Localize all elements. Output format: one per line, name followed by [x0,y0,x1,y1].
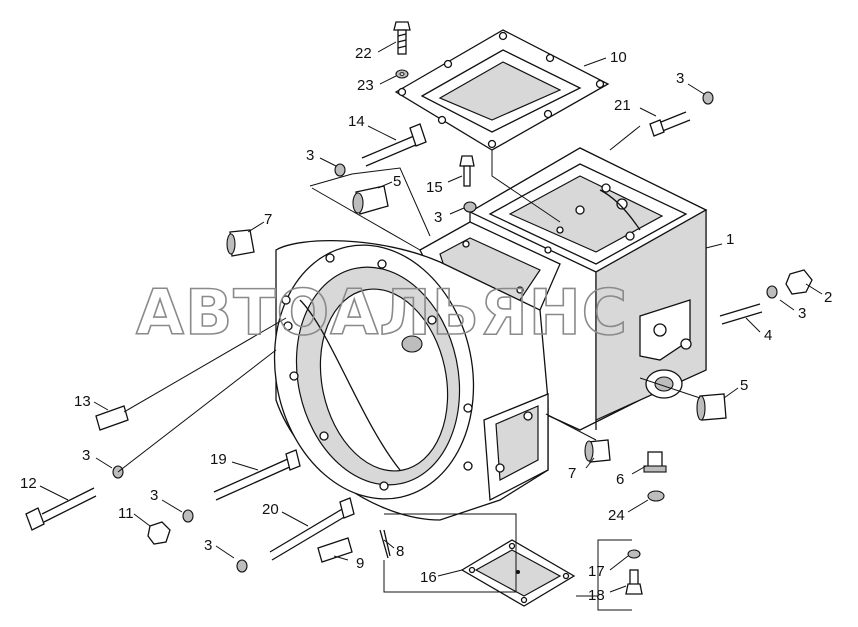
bushing-5-right [696,393,727,421]
bolt-19 [213,449,301,501]
callout-19: 19 [210,451,227,468]
bushing-7-bottom [584,439,611,463]
callout-3: 3 [204,537,212,554]
callout-10: 10 [610,49,627,66]
callout-9: 9 [356,555,364,572]
callout-22: 22 [355,45,372,62]
leader-lines [39,41,823,593]
callout-23: 23 [357,77,374,94]
washer-24 [647,490,665,502]
callout-13: 13 [74,393,91,410]
callout-2: 2 [824,289,832,306]
washer-17 [627,549,641,559]
callout-17: 17 [588,563,605,580]
bottom-cover-plate [460,539,576,607]
bolt-14 [361,123,427,167]
callout-12: 12 [20,475,37,492]
callout-16: 16 [420,569,437,586]
bolt-12 [25,487,97,531]
callout-4: 4 [764,327,772,344]
callout-5: 5 [393,173,401,190]
pin-13 [95,405,129,431]
pin-9 [317,537,353,563]
callout-14: 14 [348,113,365,130]
callout-11: 11 [118,505,134,522]
clutch-housing [273,240,549,521]
washer-3 [112,91,778,573]
callout-24: 24 [608,507,625,524]
callout-3: 3 [798,305,806,322]
nut-2 [785,269,813,295]
nut-11 [147,521,171,545]
bolt-18 [625,569,643,595]
stud-21 [649,111,691,137]
callout-3: 3 [306,147,314,164]
callout-20: 20 [262,501,279,518]
callout-21: 21 [614,97,631,114]
watermark-text: АВТОАЛЬЯНС [136,276,628,349]
callout-3: 3 [82,447,90,464]
callout-labels: 22 23 10 3 21 14 3 5 15 3 7 1 2 3 4 5 13… [20,45,832,604]
washer-23 [395,69,409,79]
bolt-22 [393,21,411,55]
callout-7: 7 [568,465,576,482]
callout-8: 8 [396,543,404,560]
callout-6: 6 [616,471,624,488]
bolt-15 [459,155,475,187]
callout-3: 3 [150,487,158,504]
stud-4 [719,303,763,325]
callout-18: 18 [588,587,605,604]
bushing-7-top [226,229,255,257]
callout-15: 15 [426,179,443,196]
bushing-5-top [352,185,389,215]
callout-1: 1 [726,231,734,248]
drain-plug-6 [643,451,667,473]
callout-5: 5 [740,377,748,394]
callout-3: 3 [434,209,442,226]
callout-3: 3 [676,70,684,87]
assembly-lines [117,125,701,611]
bolt-20 [269,497,355,561]
callout-7: 7 [264,211,272,228]
top-cover-plate [394,29,610,151]
